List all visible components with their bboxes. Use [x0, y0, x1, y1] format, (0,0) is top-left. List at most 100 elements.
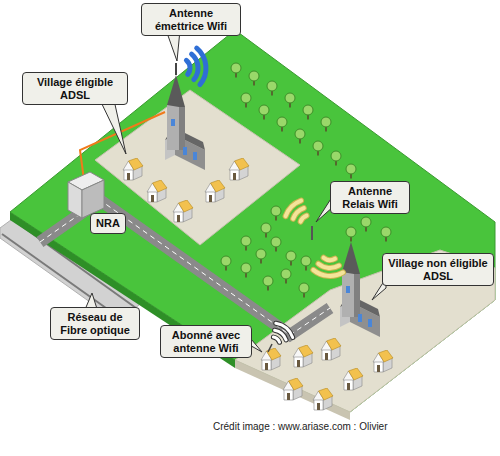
tree — [361, 217, 371, 232]
tree — [263, 276, 273, 291]
church — [340, 242, 380, 337]
tree — [256, 249, 266, 264]
tree — [346, 164, 356, 179]
church-window — [171, 119, 175, 126]
wifi-wave — [273, 337, 279, 342]
callout-box: Antenne Relais Wifi — [330, 181, 410, 214]
tree — [331, 151, 341, 166]
building-front — [68, 182, 82, 218]
subscriber-antenna — [268, 344, 272, 352]
wifi-wave — [286, 201, 302, 217]
tree — [346, 227, 356, 242]
tree — [271, 206, 281, 221]
wifi-wave — [313, 270, 343, 276]
church — [165, 75, 205, 170]
church-window — [193, 152, 197, 160]
house — [283, 378, 303, 400]
tree — [271, 237, 281, 252]
house — [173, 200, 193, 222]
tree — [259, 105, 269, 120]
nra-building — [68, 172, 104, 218]
tree — [381, 227, 391, 242]
relay-mast — [311, 226, 313, 240]
tree — [267, 81, 277, 96]
wifi-wave — [318, 264, 339, 268]
church-window — [183, 147, 187, 155]
house — [373, 350, 393, 372]
house — [147, 180, 167, 202]
house — [343, 368, 363, 390]
wifi-waves — [186, 48, 206, 85]
church-tower-side — [179, 107, 185, 150]
church-window — [346, 286, 350, 293]
wifi-waves — [273, 323, 292, 342]
callout-text: Abonné avec antenne Wifi — [166, 329, 246, 354]
tree — [303, 105, 313, 120]
house — [229, 158, 249, 180]
wifi-wave — [286, 201, 302, 217]
church-tower — [167, 105, 179, 150]
house — [321, 338, 341, 360]
wifi-wave — [276, 323, 293, 337]
wifi-wave — [301, 216, 307, 222]
tree — [321, 117, 331, 132]
callout-box: Réseau de Fibre optique — [50, 307, 140, 340]
tree — [231, 63, 241, 78]
house — [261, 348, 281, 370]
callout-text: Village non éligible ADSL — [388, 257, 488, 282]
tree — [313, 141, 323, 156]
wifi-wave — [275, 330, 287, 340]
tree — [281, 269, 291, 284]
tree — [299, 283, 309, 298]
tree — [241, 236, 251, 251]
callout-text: Antenne Relais Wifi — [336, 185, 404, 210]
house — [313, 388, 333, 410]
tree — [295, 129, 305, 144]
tree — [285, 93, 295, 108]
wifi-wave — [186, 60, 190, 74]
church-window — [358, 314, 362, 322]
callout-box: Village éligible ADSL — [22, 72, 128, 105]
tree — [301, 256, 311, 271]
antenna-mast — [175, 63, 177, 75]
credit-text: Crédit image : www.ariase.com : Olivier — [213, 421, 388, 432]
house — [123, 158, 143, 180]
village-plaza — [235, 250, 495, 412]
wifi-wave — [293, 208, 304, 219]
wifi-waves-outline — [273, 323, 292, 342]
tree — [286, 251, 296, 266]
tree — [249, 71, 259, 86]
wifi-wave — [313, 270, 343, 276]
callout-text: NRA — [96, 217, 120, 230]
wifi-wave — [197, 48, 206, 85]
wifi-wave — [318, 264, 339, 268]
callout-box: Antenne émettrice Wifi — [141, 3, 241, 36]
green-plateau — [10, 30, 495, 412]
tree — [277, 117, 287, 132]
callout-box: Village non éligible ADSL — [382, 253, 494, 286]
callout-text: Antenne émettrice Wifi — [147, 7, 235, 32]
church-spire — [342, 242, 360, 274]
tree — [221, 256, 231, 271]
wifi-wave — [273, 337, 279, 342]
church-tower — [342, 272, 354, 317]
tree — [241, 263, 251, 278]
tree — [261, 223, 271, 238]
callout-tail — [100, 100, 126, 154]
wifi-wave — [192, 54, 198, 79]
church-spire — [167, 75, 185, 107]
tree — [241, 93, 251, 108]
church-tower-side — [354, 274, 360, 317]
callout-text: Réseau de Fibre optique — [56, 311, 134, 336]
wifi-wave — [324, 258, 335, 260]
church-window — [368, 319, 372, 327]
house — [293, 345, 313, 367]
callout-box: NRA — [90, 213, 126, 234]
wifi-wave — [324, 258, 335, 260]
wifi-wave — [301, 216, 307, 222]
